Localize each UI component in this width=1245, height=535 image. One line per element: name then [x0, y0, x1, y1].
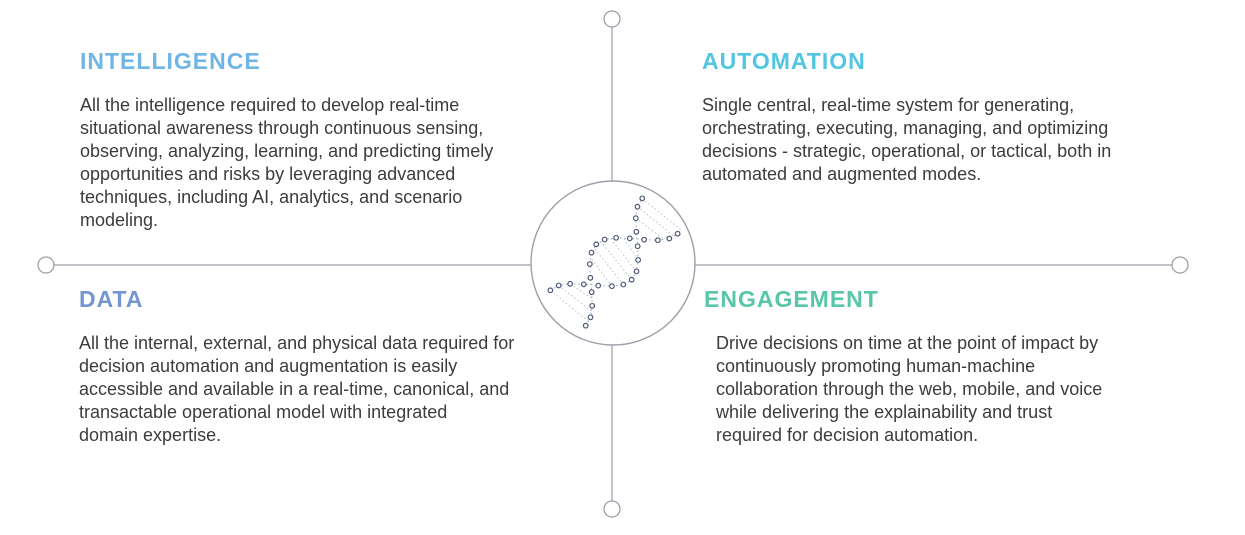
quadrant-intelligence: INTELLIGENCE All the intelligence requir…: [80, 48, 558, 232]
center-circle: [530, 180, 696, 346]
quadrant-data: DATA All the internal, external, and phy…: [79, 286, 567, 447]
quadrant-intelligence-description: All the intelligence required to develop…: [80, 95, 494, 230]
quadrant-engagement-description: Drive decisions on time at the point of …: [716, 333, 1103, 445]
quadrant-intelligence-title: INTELLIGENCE: [80, 48, 261, 74]
connector-node-bottom: [603, 500, 621, 518]
quadrant-data-title: DATA: [79, 286, 144, 312]
quadrant-engagement: ENGAGEMENT Drive decisions on time at th…: [704, 286, 1154, 447]
quadrant-data-description: All the internal, external, and physical…: [79, 333, 515, 445]
quadrant-automation-title: AUTOMATION: [702, 48, 866, 74]
connector-node-left: [37, 256, 55, 274]
quadrant-engagement-title: ENGAGEMENT: [704, 286, 879, 312]
quadrant-automation-description: Single central, real-time system for gen…: [702, 95, 1112, 184]
connector-node-top: [603, 10, 621, 28]
dna-helix-icon: [547, 195, 681, 329]
quadrant-automation: AUTOMATION Single central, real-time sys…: [702, 48, 1162, 186]
connector-node-right: [1171, 256, 1189, 274]
